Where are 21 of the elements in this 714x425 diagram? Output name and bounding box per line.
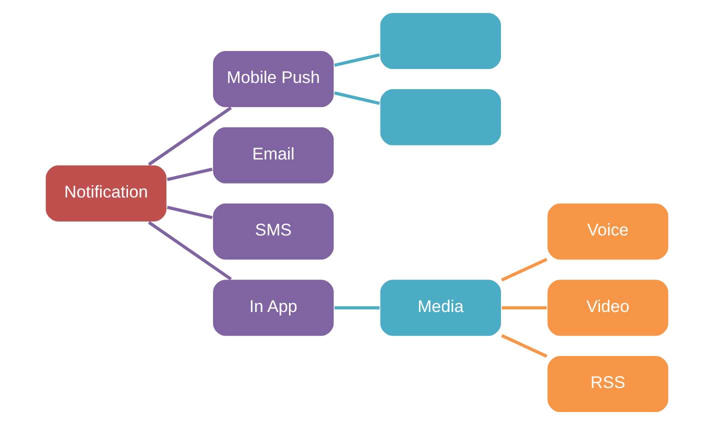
- node-box: RSS: [546, 354, 670, 414]
- node-box: In App: [212, 278, 335, 337]
- connector: [166, 206, 213, 220]
- node-box: Email: [212, 126, 335, 184]
- node-box: Video: [546, 278, 670, 337]
- connector: [502, 306, 547, 310]
- node-box: [379, 88, 502, 146]
- connector: [334, 91, 380, 105]
- connector: [148, 220, 232, 280]
- connector: [148, 106, 232, 166]
- node-box: Mobile Push: [212, 50, 335, 108]
- connector: [334, 53, 380, 67]
- connector: [334, 306, 380, 310]
- node-box: [379, 12, 502, 70]
- connector: [501, 334, 548, 358]
- node-box: Notification: [44, 164, 168, 223]
- node-box: Media: [379, 278, 502, 337]
- node-box: Voice: [546, 202, 670, 261]
- node-box: SMS: [212, 202, 335, 261]
- connector: [166, 168, 213, 182]
- connector: [501, 258, 548, 282]
